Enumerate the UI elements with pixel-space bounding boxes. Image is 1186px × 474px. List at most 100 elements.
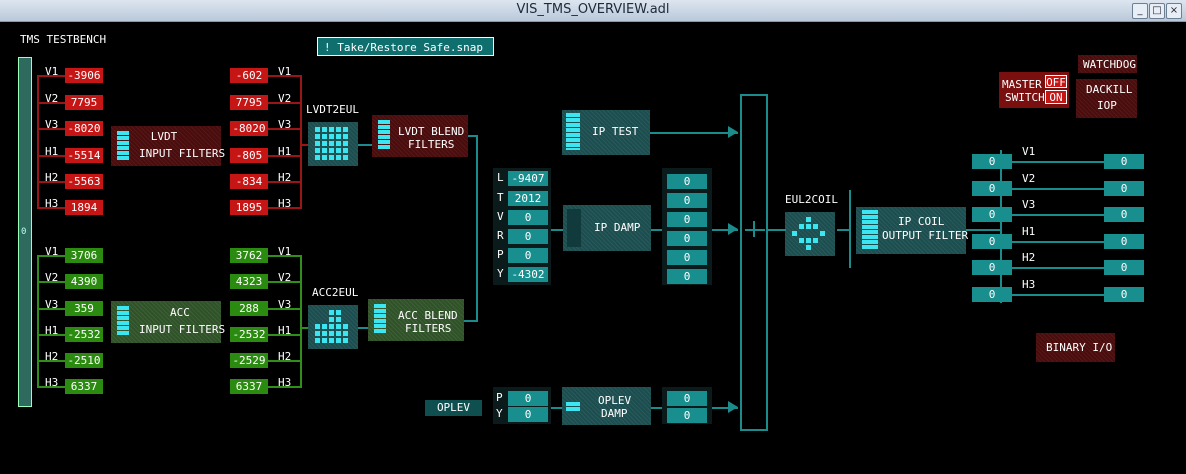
coil-in-h1: 0 <box>972 234 1012 249</box>
coil-out-h1: 0 <box>1104 234 1144 249</box>
close-icon[interactable]: × <box>1166 3 1182 19</box>
acc-blend-subtitle: FILTERS <box>405 322 452 335</box>
dackill-subtitle: IOP <box>1097 99 1117 112</box>
lvdt-out-h1: -805 <box>230 148 268 163</box>
lvdt-blend-filters-button[interactable] <box>372 115 468 157</box>
lvdt2eul-matrix-icon <box>315 127 348 160</box>
wire-line <box>358 327 368 329</box>
watchdog-label: WATCHDOG <box>1083 58 1136 71</box>
wire-line <box>468 135 478 137</box>
wire-line <box>37 75 65 77</box>
wire-line <box>37 360 65 362</box>
sum-junction <box>740 94 768 431</box>
lvdt-out-label-h3: H3 <box>278 197 292 210</box>
coil-out-h2: 0 <box>1104 260 1144 275</box>
wire-line <box>37 255 65 257</box>
eul-label-y: Y <box>497 267 504 280</box>
wire-line <box>37 386 65 388</box>
master-on-button[interactable]: ON <box>1045 90 1067 104</box>
wire-line <box>712 229 738 231</box>
acc-out-v3: 288 <box>230 301 268 316</box>
acc-out-v2: 4323 <box>230 274 268 289</box>
acc-out-label-v2: V2 <box>278 271 292 284</box>
eul-label-l: L <box>497 171 504 184</box>
filter-bars-icon <box>117 131 129 161</box>
ip-test-label: IP TEST <box>592 125 639 138</box>
oplev-value-0: 0 <box>508 391 548 406</box>
lvdt-raw-h2: -5563 <box>65 174 103 189</box>
acc-raw-h1: -2532 <box>65 327 103 342</box>
maximize-icon[interactable]: □ <box>1149 3 1165 19</box>
wire-line <box>966 229 1000 231</box>
eul-value-v: 0 <box>508 210 548 225</box>
safe-snap-button[interactable]: ! Take/Restore Safe.snap <box>317 37 494 56</box>
dackill-title: DACKILL <box>1086 83 1133 96</box>
lvdt-label-v2: V2 <box>45 92 59 105</box>
wire-line <box>37 75 39 209</box>
oplev-damp-value-1: 0 <box>667 408 707 423</box>
coil-in-h2: 0 <box>972 260 1012 275</box>
binary-io-label: BINARY I/O <box>1046 341 1113 354</box>
eul-panel <box>493 168 551 285</box>
lvdt-out-label-v1: V1 <box>278 65 292 78</box>
watchdog-button[interactable] <box>1078 55 1137 73</box>
acc-label-v2: V2 <box>45 271 59 284</box>
coil-in-v1: 0 <box>972 154 1012 169</box>
lvdt-input-filters-button[interactable] <box>111 126 221 166</box>
wire-line <box>1012 241 1104 243</box>
title-bar: VIS_TMS_OVERVIEW.adl _ □ × <box>0 0 1186 22</box>
wire-line <box>268 255 300 257</box>
wire-line <box>37 255 39 388</box>
master-switch-subtitle: SWITCH <box>1005 91 1045 104</box>
wire-line <box>268 334 300 336</box>
acc-raw-v1: 3706 <box>65 248 103 263</box>
lvdt-filter-subtitle: INPUT FILTERS <box>139 147 226 160</box>
acc-out-h2: -2529 <box>230 353 268 368</box>
oplev-damp-title: OPLEV <box>598 394 632 407</box>
wire-line <box>37 281 65 283</box>
coil-in-v3: 0 <box>972 207 1012 222</box>
oplev-damp-bars-icon <box>566 402 580 412</box>
lvdt-blend-subtitle: FILTERS <box>408 138 455 151</box>
wire-line <box>268 155 300 157</box>
wire-line <box>268 128 300 130</box>
wire-line <box>1012 214 1104 216</box>
lvdt-out-label-h2: H2 <box>278 171 292 184</box>
coil-out-v1: 0 <box>1104 154 1144 169</box>
acc-raw-v2: 4390 <box>65 274 103 289</box>
dackill-button[interactable] <box>1076 79 1137 118</box>
coil-label-h2: H2 <box>1022 251 1036 264</box>
oplev-button[interactable]: OPLEV <box>425 400 482 416</box>
coil-in-h3: 0 <box>972 287 1012 302</box>
wire-line <box>268 102 300 104</box>
acc-out-label-v1: V1 <box>278 245 292 258</box>
acc-input-filters-button[interactable] <box>111 301 221 343</box>
lvdt-out-v3: -8020 <box>230 121 268 136</box>
acc-label-h3: H3 <box>45 376 59 389</box>
eul-value-y: -4302 <box>508 267 548 282</box>
wire-line <box>837 229 849 231</box>
lvdt-raw-v3: -8020 <box>65 121 103 136</box>
coil-in-v2: 0 <box>972 181 1012 196</box>
wire-line <box>651 407 664 409</box>
wire-line <box>1012 161 1104 163</box>
wire-line <box>358 144 372 146</box>
minimize-icon[interactable]: _ <box>1132 3 1148 19</box>
binary-io-button[interactable] <box>1036 333 1115 362</box>
eul-label-p: P <box>497 248 504 261</box>
eul-value-t: 2012 <box>508 191 548 206</box>
acc-blend-filters-button[interactable] <box>368 299 464 341</box>
screen-title: TMS TESTBENCH <box>20 33 107 46</box>
wire-line <box>37 181 65 183</box>
coil-out-v3: 0 <box>1104 207 1144 222</box>
wire-line <box>1012 294 1104 296</box>
ip-damp-value-5: 0 <box>667 269 707 284</box>
lvdt-label-v3: V3 <box>45 118 59 131</box>
master-slider[interactable] <box>18 57 32 407</box>
wire-line <box>464 320 478 322</box>
arrow-icon <box>728 401 738 413</box>
master-off-button[interactable]: OFF <box>1045 75 1067 89</box>
master-switch-title: MASTER <box>1002 78 1042 91</box>
wire-line <box>268 386 300 388</box>
filter-bars-icon <box>374 304 386 334</box>
